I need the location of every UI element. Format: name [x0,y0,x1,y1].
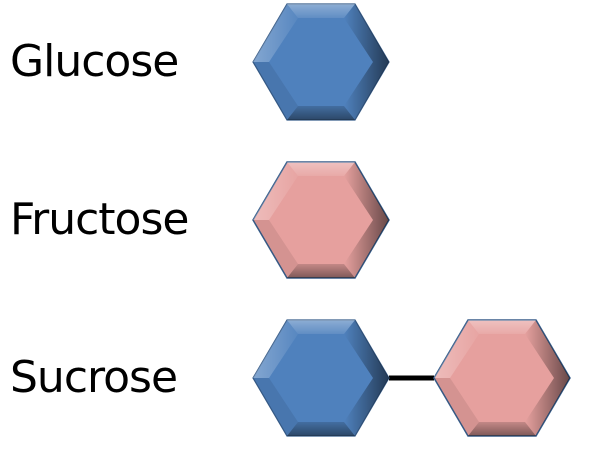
sucrose-fructose-hexagon [433,319,571,437]
fructose-label: Fructose [10,194,189,245]
fructose-hexagon [252,161,390,279]
sucrose-glucose-hexagon [252,319,390,437]
glucose-label: Glucose [10,36,179,87]
sucrose-label: Sucrose [10,352,178,403]
glucose-hexagon [252,3,390,121]
